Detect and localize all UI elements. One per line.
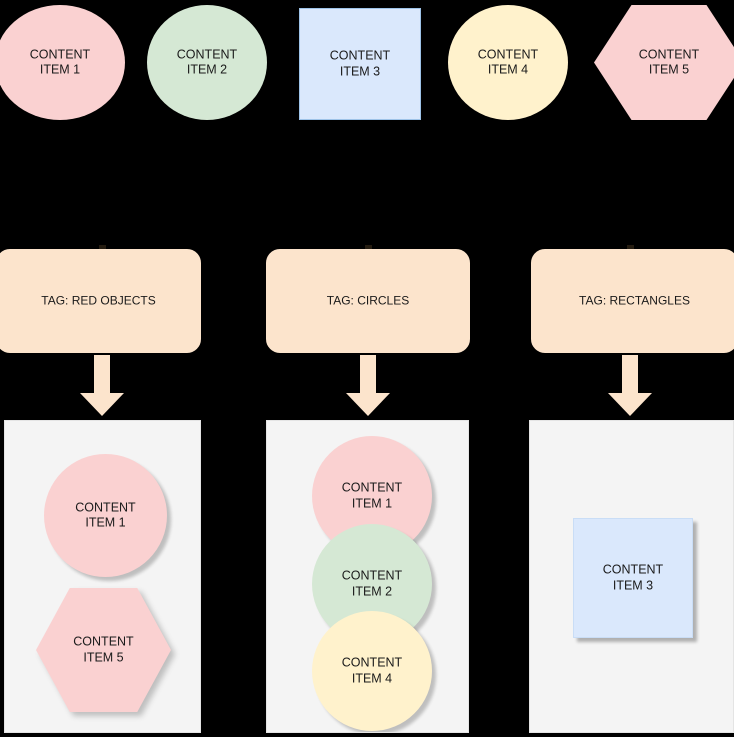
source-item-2-label: CONTENT ITEM 2	[176, 46, 238, 77]
tag-connector-nub-2	[365, 245, 372, 249]
source-item-4[interactable]: CONTENT ITEM 4	[448, 5, 568, 120]
group-member-label: CONTENT ITEM 3	[602, 562, 664, 592]
tag-connector-nub-3	[627, 245, 634, 249]
group-member-label: CONTENT ITEM 1	[341, 480, 403, 510]
hexagon-shape	[36, 588, 171, 712]
arrow-shaft	[622, 355, 638, 395]
source-item-5[interactable]: CONTENT ITEM 5	[594, 5, 734, 120]
arrow-head	[80, 393, 124, 416]
source-item-2[interactable]: CONTENT ITEM 2	[147, 5, 267, 120]
tag-box-circles[interactable]: TAG: CIRCLES	[266, 249, 470, 353]
arrow-shaft	[360, 355, 376, 395]
group-member-content-item-5[interactable]: CONTENT ITEM 5	[36, 588, 171, 712]
group-member-content-item-3[interactable]: CONTENT ITEM 3	[573, 518, 693, 638]
source-item-1[interactable]: CONTENT ITEM 1	[0, 5, 125, 120]
group-member-label: CONTENT ITEM 4	[341, 655, 403, 685]
group-member-label: CONTENT ITEM 2	[341, 568, 403, 598]
tag-box-rectangles-label: TAG: RECTANGLES	[579, 293, 690, 308]
group-panel-rectangles: CONTENT ITEM 3	[529, 420, 734, 733]
source-item-4-label: CONTENT ITEM 4	[477, 46, 539, 77]
source-item-3-label: CONTENT ITEM 3	[329, 48, 391, 78]
group-member-content-item-1[interactable]: CONTENT ITEM 1	[44, 454, 167, 577]
source-item-3[interactable]: CONTENT ITEM 3	[299, 8, 421, 120]
arrow-down-icon-1	[80, 355, 124, 417]
tag-box-red-objects[interactable]: TAG: RED OBJECTS	[0, 249, 201, 353]
group-member-label: CONTENT ITEM 1	[75, 499, 136, 530]
arrow-head	[608, 393, 652, 416]
group-member-content-item-4[interactable]: CONTENT ITEM 4	[312, 611, 432, 731]
arrow-head	[346, 393, 390, 416]
arrow-down-icon-3	[608, 355, 652, 417]
group-panel-circles: CONTENT ITEM 1 CONTENT ITEM 2 CONTENT IT…	[266, 420, 469, 733]
tag-connector-nub-1	[99, 245, 106, 249]
tag-box-red-objects-label: TAG: RED OBJECTS	[41, 293, 156, 308]
group-panel-red-objects: CONTENT ITEM 1 CONTENT ITEM 5	[4, 420, 201, 733]
tag-box-circles-label: TAG: CIRCLES	[326, 293, 410, 308]
tag-box-rectangles[interactable]: TAG: RECTANGLES	[531, 249, 734, 353]
source-item-5-label: CONTENT ITEM 5	[638, 46, 700, 77]
arrow-down-icon-2	[346, 355, 390, 417]
arrow-shaft	[94, 355, 110, 395]
source-item-1-label: CONTENT ITEM 1	[29, 46, 91, 77]
